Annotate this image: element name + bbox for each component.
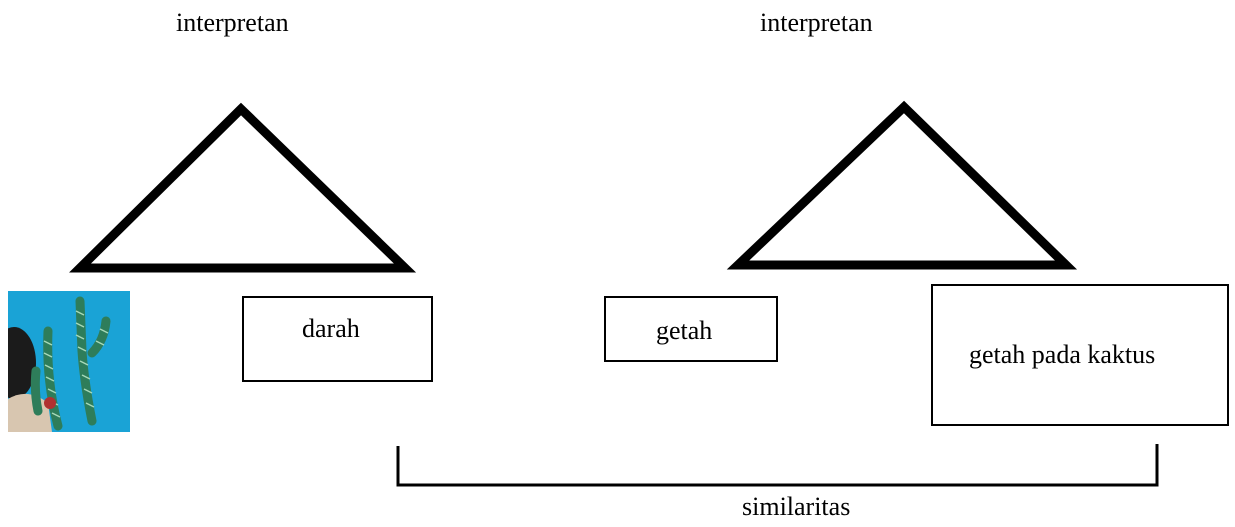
interpretant-label-right: interpretan bbox=[760, 8, 873, 37]
box-darah-label: darah bbox=[302, 314, 360, 343]
box-getah-pada-kaktus-label: getah pada kaktus bbox=[969, 340, 1156, 369]
triangle-left bbox=[69, 102, 417, 273]
cactus-photo bbox=[8, 291, 130, 432]
interpretant-label-left: interpretan bbox=[176, 8, 289, 37]
box-getah-label: getah bbox=[656, 316, 713, 345]
similarity-bracket bbox=[396, 444, 1159, 487]
box-getah: getah bbox=[604, 296, 778, 362]
box-darah: darah bbox=[242, 296, 433, 382]
triangle-right bbox=[726, 100, 1078, 270]
box-getah-pada-kaktus: getah pada kaktus bbox=[931, 284, 1229, 426]
similarity-label: similaritas bbox=[742, 492, 851, 521]
